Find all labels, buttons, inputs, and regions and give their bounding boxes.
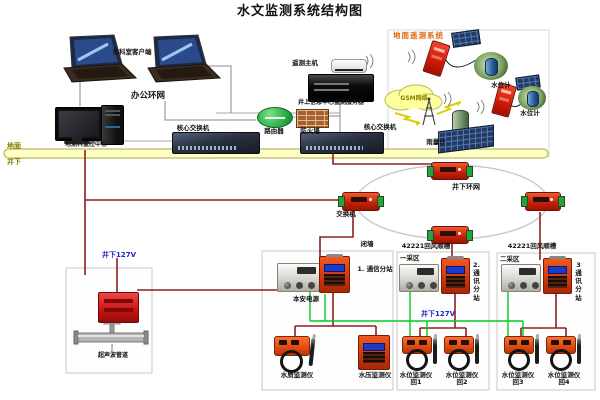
underground-power-box <box>98 292 139 323</box>
page-title: 水文监测系统结构图 <box>236 4 363 19</box>
monitor-well: 回2 <box>456 378 468 387</box>
comm-substation-2 <box>441 256 470 294</box>
telemetry-host-device <box>331 59 367 73</box>
water-level-probe-3 <box>535 334 539 364</box>
monitor-name: 水位监测仪 <box>445 371 479 379</box>
desktop-monitor <box>55 107 103 141</box>
firewall-label: 防火墙 <box>300 127 320 135</box>
core-switch-left-label: 核心交换机 <box>176 124 210 132</box>
ground-label: 地面 <box>7 142 21 150</box>
water-pressure-monitor-device <box>358 335 390 370</box>
station-2-label: 2.通讯分站 <box>473 261 480 302</box>
water-level-monitor-3-label: 水位监测仪 回3 <box>495 371 541 387</box>
gsm-network-label: GSM网络 <box>400 95 428 102</box>
telemetry-system-title: 地面遥测系统 <box>393 31 444 40</box>
water-level-probe-4 <box>577 334 581 364</box>
station-1-label: 1. 通信分站 <box>357 265 393 273</box>
channel-2-label: 42221回风顺槽 <box>507 242 557 250</box>
well-site-1 <box>474 52 508 80</box>
comm-substation-1 <box>319 254 350 293</box>
ring-switch-label: 交换机 <box>336 210 356 218</box>
water-level-coil-4 <box>550 349 572 371</box>
water-level-monitor-1-label: 水位监测仪 回1 <box>393 371 439 387</box>
ring-switch-top <box>427 162 473 180</box>
water-quality-cable-coil <box>280 350 303 373</box>
monitor-center-label: 地测科监控中心 <box>64 141 107 148</box>
antenna-tower-icon <box>422 97 436 126</box>
telemetry-host-label: 遥测主机 <box>292 59 318 67</box>
water-level-probe-1 <box>433 334 437 364</box>
monitor-well: 回1 <box>410 378 422 387</box>
rain-gauge-label: 雨量计 <box>426 138 446 146</box>
well-site-2 <box>518 86 546 110</box>
ring-network-label: 井下环网 <box>452 183 480 191</box>
ring-switch-bottom <box>427 226 473 244</box>
monitor-name: 水位监测仪 <box>399 371 433 379</box>
laptop-client-1 <box>63 34 138 83</box>
area-2-label: 二采区 <box>500 255 520 263</box>
core-switch-left <box>172 132 260 154</box>
water-level-probe-2 <box>475 334 479 364</box>
water-pressure-label: 水压监测仪 <box>358 371 392 379</box>
safe-power-device-3 <box>501 264 541 292</box>
water-level-gauge-1-label: 水位计 <box>491 81 511 89</box>
office-ring-label: 办公环网 <box>130 91 165 101</box>
lightning-arrowheads <box>415 102 461 126</box>
water-level-monitor-2-label: 水位监测仪 回2 <box>439 371 485 387</box>
core-switch-right <box>300 132 384 154</box>
monitor-name: 水位监测仪 <box>501 371 535 379</box>
power-127v-mid-label: 井下127V <box>420 310 456 318</box>
water-level-coil-1 <box>406 349 428 371</box>
closed-wall-label: 闭墙 <box>360 240 374 248</box>
router-label: 路由器 <box>264 127 284 135</box>
server-label: 井上信息中心监测服务器 <box>297 99 364 106</box>
channel-1-label: 42221回风顺槽 <box>401 242 451 250</box>
desktop-stand <box>72 137 82 141</box>
area-1-label: 一采区 <box>400 254 420 262</box>
power-wires <box>309 290 524 337</box>
comm-substation-3 <box>543 256 572 294</box>
ring-switch-left <box>338 192 384 211</box>
station-3-label: 3通讯分站 <box>575 261 582 302</box>
firewall-device <box>296 109 329 128</box>
ring-switch-right <box>521 192 565 211</box>
radio-wave-icons <box>365 49 485 115</box>
underground-label: 井下 <box>7 158 21 166</box>
laptop-client-2 <box>147 34 222 83</box>
water-level-monitor-4-label: 水位监测仪 回4 <box>541 371 587 387</box>
ultrasonic-pipe-label: 超声波管道 <box>97 352 128 359</box>
desktop-base <box>64 141 90 144</box>
safe-power-label: 本安电源 <box>293 295 319 303</box>
desktop-tower <box>101 105 124 145</box>
monitor-well: 回4 <box>558 378 570 387</box>
ground-band <box>3 148 549 159</box>
monitoring-server <box>308 74 374 102</box>
clients-label: 各科室客户端 <box>112 48 152 56</box>
core-switch-right-label: 核心交换机 <box>363 123 397 131</box>
router-device <box>257 107 293 128</box>
gsm-cloud <box>384 84 443 111</box>
lightning-links <box>394 101 462 124</box>
monitor-well: 回3 <box>512 378 524 387</box>
water-level-coil-3 <box>508 349 530 371</box>
water-level-coil-2 <box>448 349 470 371</box>
power-127v-left-label: 井下127V <box>101 251 137 259</box>
safe-power-device <box>277 263 321 292</box>
safe-power-device-2 <box>399 264 439 292</box>
monitor-name: 水位监测仪 <box>547 371 581 379</box>
water-level-gauge-2-label: 水位计 <box>520 109 540 117</box>
water-quality-label: 水质监测仪 <box>280 371 314 379</box>
